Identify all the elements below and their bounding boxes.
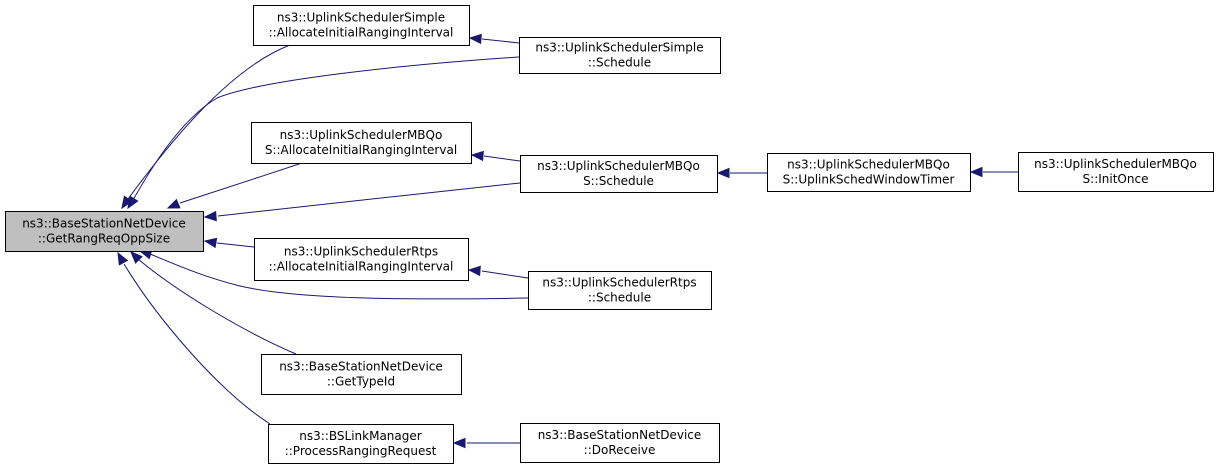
edge-mbqos_sched-to-mbqos_alloc <box>470 150 521 162</box>
node-label-line: S::Schedule <box>583 174 654 188</box>
edge-line <box>179 162 303 204</box>
arrowhead-icon <box>117 251 129 266</box>
node-simple-sched[interactable]: ns3::UplinkSchedulerSimple::Schedule <box>519 37 721 74</box>
node-label-line: ns3::UplinkSchedulerMBQo <box>1034 157 1197 171</box>
arrowhead-icon <box>467 265 481 277</box>
arrowhead-icon <box>127 195 139 210</box>
node-label-line: S::UplinkSchedWindowTimer <box>783 173 955 187</box>
arrowhead-icon <box>452 437 466 449</box>
node-label-line: ns3::UplinkSchedulerMBQo <box>787 158 950 172</box>
node-label-line: ns3::BSLinkManager <box>299 429 421 443</box>
edge-doreceive-to-bslink <box>452 437 520 449</box>
edge-mbqos_sched-to-root <box>203 182 521 222</box>
arrowhead-icon <box>470 150 484 162</box>
node-root[interactable]: ns3::BaseStationNetDevice::GetRangReqOpp… <box>5 211 204 252</box>
node-label-line: S::InitOnce <box>1083 172 1149 186</box>
node-label-line: ns3::UplinkSchedulerMBQo <box>537 159 700 173</box>
edge-line <box>217 182 521 217</box>
edge-simple_sched-to-simple_alloc <box>468 33 520 45</box>
arrowhead-icon <box>166 198 181 209</box>
node-box[interactable] <box>520 155 718 193</box>
node-box[interactable] <box>1018 152 1214 192</box>
edges-layer <box>117 33 1018 449</box>
arrowhead-icon <box>969 166 983 178</box>
node-label-line: ::Schedule <box>588 56 651 70</box>
node-box[interactable] <box>767 153 971 192</box>
edge-line <box>149 253 529 300</box>
edge-line <box>481 270 529 279</box>
node-box[interactable] <box>268 424 454 464</box>
node-label-line: ns3::UplinkSchedulerRtps <box>542 276 696 290</box>
edge-simple_alloc-to-root <box>121 44 291 210</box>
node-gettypeid[interactable]: ns3::BaseStationNetDevice::GetTypeId <box>261 354 462 395</box>
node-label-line: ::AllocateInitialRangingInterval <box>269 26 454 40</box>
edge-line <box>481 38 520 44</box>
node-rtps-alloc[interactable]: ns3::UplinkSchedulerRtps::AllocateInitia… <box>254 238 469 281</box>
edge-mbqos_timer-to-mbqos_sched <box>716 167 767 179</box>
node-label-line: ::ProcessRangingRequest <box>285 444 437 458</box>
node-label-line: ::GetTypeId <box>327 375 395 389</box>
arrowhead-icon <box>121 195 133 210</box>
edge-line <box>132 56 520 201</box>
node-label-line: S::AllocateInitialRangingInterval <box>265 143 457 157</box>
edge-line <box>127 44 291 200</box>
edge-line <box>137 258 297 355</box>
node-box[interactable] <box>253 5 470 46</box>
node-box[interactable] <box>261 354 462 395</box>
arrowhead-icon <box>203 210 217 222</box>
edge-line <box>216 242 255 248</box>
node-label-line: ns3::BaseStationNetDevice <box>22 217 186 231</box>
edge-mbqos_init-to-mbqos_timer <box>969 166 1018 178</box>
edge-rtps_alloc-to-root <box>203 237 255 249</box>
edge-simple_sched-to-root <box>127 56 520 210</box>
node-box[interactable] <box>254 238 469 281</box>
node-bslink[interactable]: ns3::BSLinkManager::ProcessRangingReques… <box>268 424 454 464</box>
node-box[interactable] <box>251 122 472 164</box>
node-doreceive[interactable]: ns3::BaseStationNetDevice::DoReceive <box>520 423 720 463</box>
node-rtps-sched[interactable]: ns3::UplinkSchedulerRtps::Schedule <box>528 271 712 310</box>
edge-gettypeid-to-root <box>130 251 297 355</box>
node-label-line: ::Schedule <box>588 291 651 305</box>
edge-rtps_sched-to-rtps_alloc <box>467 265 529 279</box>
node-box[interactable] <box>520 423 720 463</box>
node-label-line: ::DoReceive <box>584 443 656 457</box>
node-mbqos-alloc[interactable]: ns3::UplinkSchedulerMBQoS::AllocateIniti… <box>251 122 472 164</box>
node-label-line: ns3::BaseStationNetDevice <box>279 360 443 374</box>
node-label-line: ns3::UplinkSchedulerSimple <box>277 11 445 25</box>
arrowhead-icon <box>716 167 730 179</box>
node-box[interactable] <box>5 211 204 252</box>
node-label-line: ::AllocateInitialRangingInterval <box>269 260 454 274</box>
edge-mbqos_alloc-to-root <box>166 162 303 209</box>
node-label-line: ns3::UplinkSchedulerSimple <box>535 41 703 55</box>
nodes-layer: ns3::BaseStationNetDevice::GetRangReqOpp… <box>5 5 1214 464</box>
arrowhead-icon <box>468 33 482 45</box>
edge-bslink-to-root <box>117 251 271 425</box>
node-box[interactable] <box>528 271 712 310</box>
node-box[interactable] <box>519 37 721 74</box>
arrowhead-icon <box>203 237 218 249</box>
node-label-line: ns3::UplinkSchedulerMBQo <box>280 128 443 142</box>
arrowhead-icon <box>130 251 143 264</box>
node-label-line: ns3::UplinkSchedulerRtps <box>284 245 438 259</box>
node-label-line: ns3::BaseStationNetDevice <box>538 428 702 442</box>
node-simple-alloc[interactable]: ns3::UplinkSchedulerSimple::AllocateInit… <box>253 5 470 46</box>
edge-line <box>483 155 521 162</box>
edge-line <box>123 263 271 425</box>
node-mbqos-timer[interactable]: ns3::UplinkSchedulerMBQoS::UplinkSchedWi… <box>767 153 971 192</box>
node-label-line: ::GetRangReqOppSize <box>38 232 170 246</box>
